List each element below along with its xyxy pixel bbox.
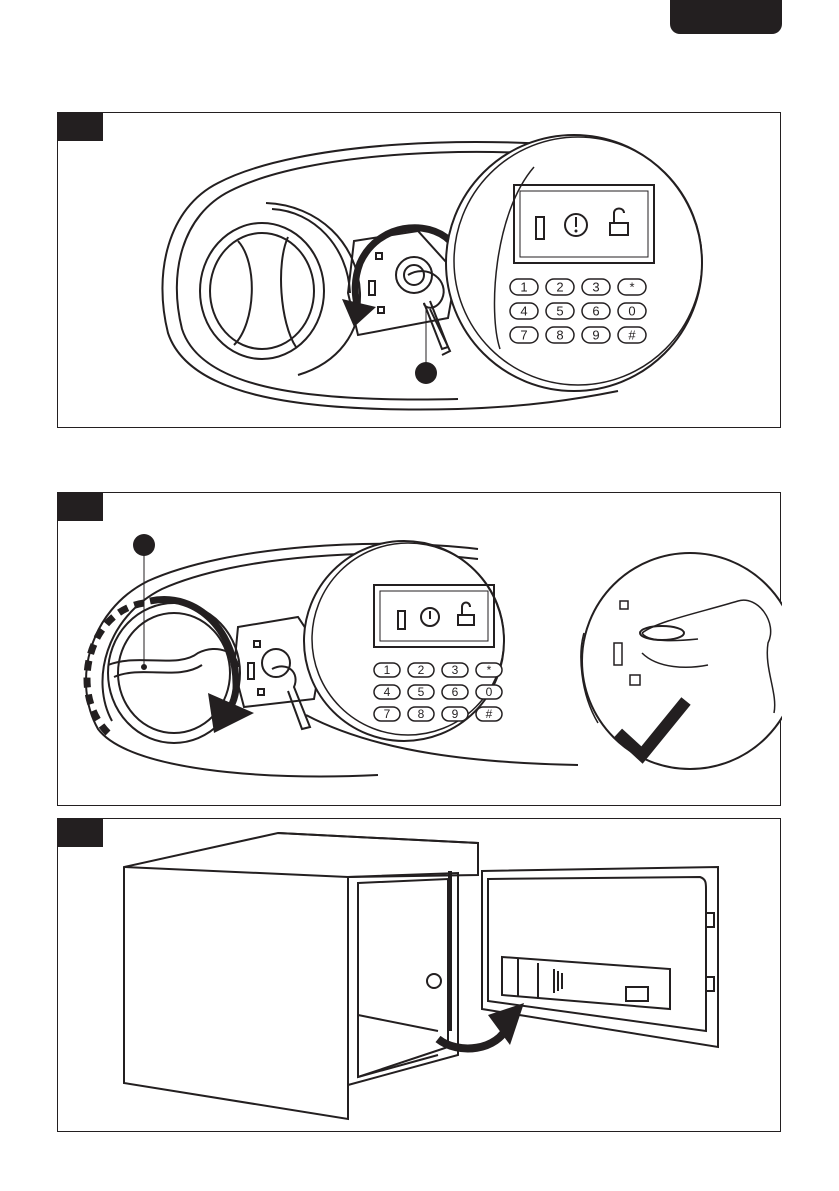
key-label: 3 — [592, 280, 599, 295]
key-label: 8 — [418, 707, 425, 721]
key-label: 9 — [452, 707, 459, 721]
callout-dot — [415, 362, 437, 384]
key-label: 3 — [452, 663, 459, 677]
key-label: 7 — [384, 707, 391, 721]
key-label: # — [486, 707, 493, 721]
key-label: # — [628, 328, 636, 343]
callout-dot — [133, 534, 155, 556]
key-label: * — [629, 280, 634, 295]
bolt-hole — [427, 974, 441, 988]
knob — [200, 223, 324, 359]
key-label: 7 — [520, 328, 527, 343]
key-plate — [348, 231, 456, 335]
key-label: 4 — [384, 685, 391, 699]
illustration-key-turn: 1 2 3 * 4 5 6 0 7 8 9 # — [58, 113, 782, 429]
language-tab — [670, 0, 782, 34]
key-lock — [396, 257, 432, 293]
step-panel-3 — [57, 818, 781, 1132]
step-panel-2: 1 2 3 * 4 5 6 0 7 8 9 # — [57, 492, 781, 806]
key-label: 2 — [556, 280, 563, 295]
key-label: 8 — [556, 328, 563, 343]
key-label: 1 — [384, 663, 391, 677]
key-label: 6 — [592, 304, 599, 319]
key-label: * — [487, 663, 492, 677]
key-label: 6 — [452, 685, 459, 699]
illustration-open-door — [58, 819, 782, 1133]
illustration-knob-turn: 1 2 3 * 4 5 6 0 7 8 9 # — [58, 493, 782, 807]
step-panel-1: 1 2 3 * 4 5 6 0 7 8 9 # — [57, 112, 781, 428]
key-label: 1 — [520, 280, 527, 295]
key-label: 5 — [556, 304, 563, 319]
key-label: 2 — [418, 663, 425, 677]
rotate-arrow-icon — [342, 299, 376, 327]
key-label: 0 — [628, 304, 635, 319]
key-label: 9 — [592, 328, 599, 343]
emergency-key — [272, 666, 310, 729]
key-label: 4 — [520, 304, 527, 319]
emergency-key — [408, 271, 448, 349]
key-label: 5 — [418, 685, 425, 699]
key-label: 0 — [486, 685, 493, 699]
key-lock — [262, 649, 290, 677]
